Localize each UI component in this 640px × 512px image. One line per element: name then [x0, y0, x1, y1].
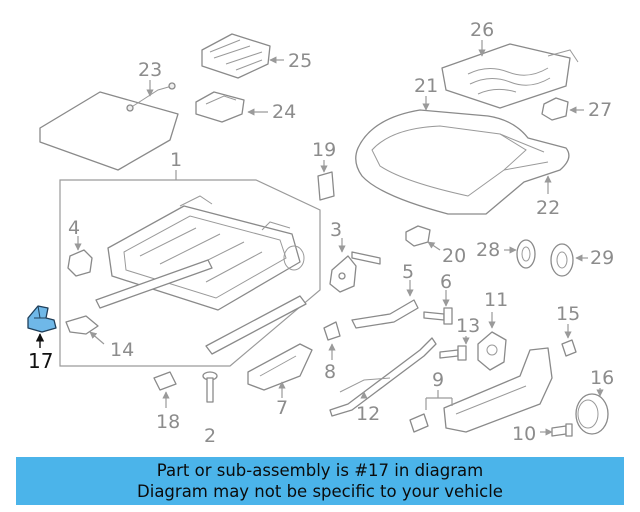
- callout-22: 22: [536, 197, 560, 219]
- callout-4: 4: [68, 217, 80, 239]
- part-21-seat-cushion: [355, 109, 570, 215]
- callout-3: 3: [330, 219, 342, 241]
- part-11-plate: [477, 331, 507, 371]
- part-6-bolt: [423, 307, 453, 325]
- callout-10: 10: [512, 423, 536, 445]
- callout-17: 17: [28, 349, 53, 373]
- part-17-highlighted: [27, 305, 57, 333]
- callout-8: 8: [324, 361, 336, 383]
- banner-line-2: Diagram may not be specific to your vehi…: [137, 482, 503, 501]
- info-banner: Part or sub-assembly is #17 in diagram D…: [16, 457, 624, 505]
- part-26-heater-mat: [441, 43, 579, 109]
- part-19-bracket: [317, 171, 335, 201]
- part-18-clip: [153, 371, 177, 391]
- callout-28: 28: [476, 239, 500, 261]
- part-27-connector: [541, 97, 569, 121]
- callout-19: 19: [312, 139, 336, 161]
- part-3-motor: [329, 251, 381, 293]
- callout-26: 26: [470, 19, 494, 41]
- part-7-side-trim: [247, 343, 313, 391]
- part-1-seat-frame: [95, 195, 307, 355]
- callout-25: 25: [288, 50, 312, 72]
- part-9-side-shield: [409, 347, 553, 433]
- callout-27: 27: [588, 99, 612, 121]
- part-5-bracket: [351, 299, 419, 329]
- callout-2: 2: [204, 425, 216, 447]
- callout-12: 12: [356, 403, 380, 425]
- part-20-clip: [405, 225, 431, 247]
- part-24-module: [195, 91, 245, 123]
- banner-line-1: Part or sub-assembly is #17 in diagram: [156, 461, 484, 480]
- part-29-disc: [550, 243, 574, 277]
- callout-13: 13: [456, 315, 480, 337]
- part-13-bolt: [439, 345, 467, 361]
- part-25-control-module: [201, 33, 271, 79]
- callout-15: 15: [556, 303, 580, 325]
- part-8-clip: [323, 321, 341, 341]
- callout-7: 7: [276, 397, 288, 419]
- part-14-trim: [65, 315, 99, 335]
- part-2-bolt: [202, 371, 218, 403]
- callout-5: 5: [402, 261, 414, 283]
- callout-6: 6: [440, 271, 452, 293]
- callout-18: 18: [156, 411, 180, 433]
- seat-parts-diagram: 23 25 24 26 27 21 22 19 2: [27, 19, 614, 447]
- part-12-cable: [329, 337, 437, 417]
- callout-16: 16: [590, 367, 614, 389]
- callout-21: 21: [414, 75, 438, 97]
- callout-11: 11: [484, 289, 508, 311]
- callout-9: 9: [432, 369, 444, 391]
- callout-1: 1: [170, 149, 182, 171]
- part-23-cushion-pad: [39, 82, 179, 171]
- part-28-disc: [516, 239, 536, 269]
- callout-24: 24: [272, 101, 296, 123]
- part-16-knob: [575, 393, 609, 435]
- part-4-bracket: [67, 249, 93, 277]
- part-10-screw: [551, 423, 573, 437]
- part-15-clip: [561, 339, 577, 357]
- part-1-outline: [59, 179, 321, 367]
- callout-23: 23: [138, 59, 162, 81]
- callout-14: 14: [110, 339, 134, 361]
- callout-20: 20: [442, 245, 466, 267]
- callout-29: 29: [590, 247, 614, 269]
